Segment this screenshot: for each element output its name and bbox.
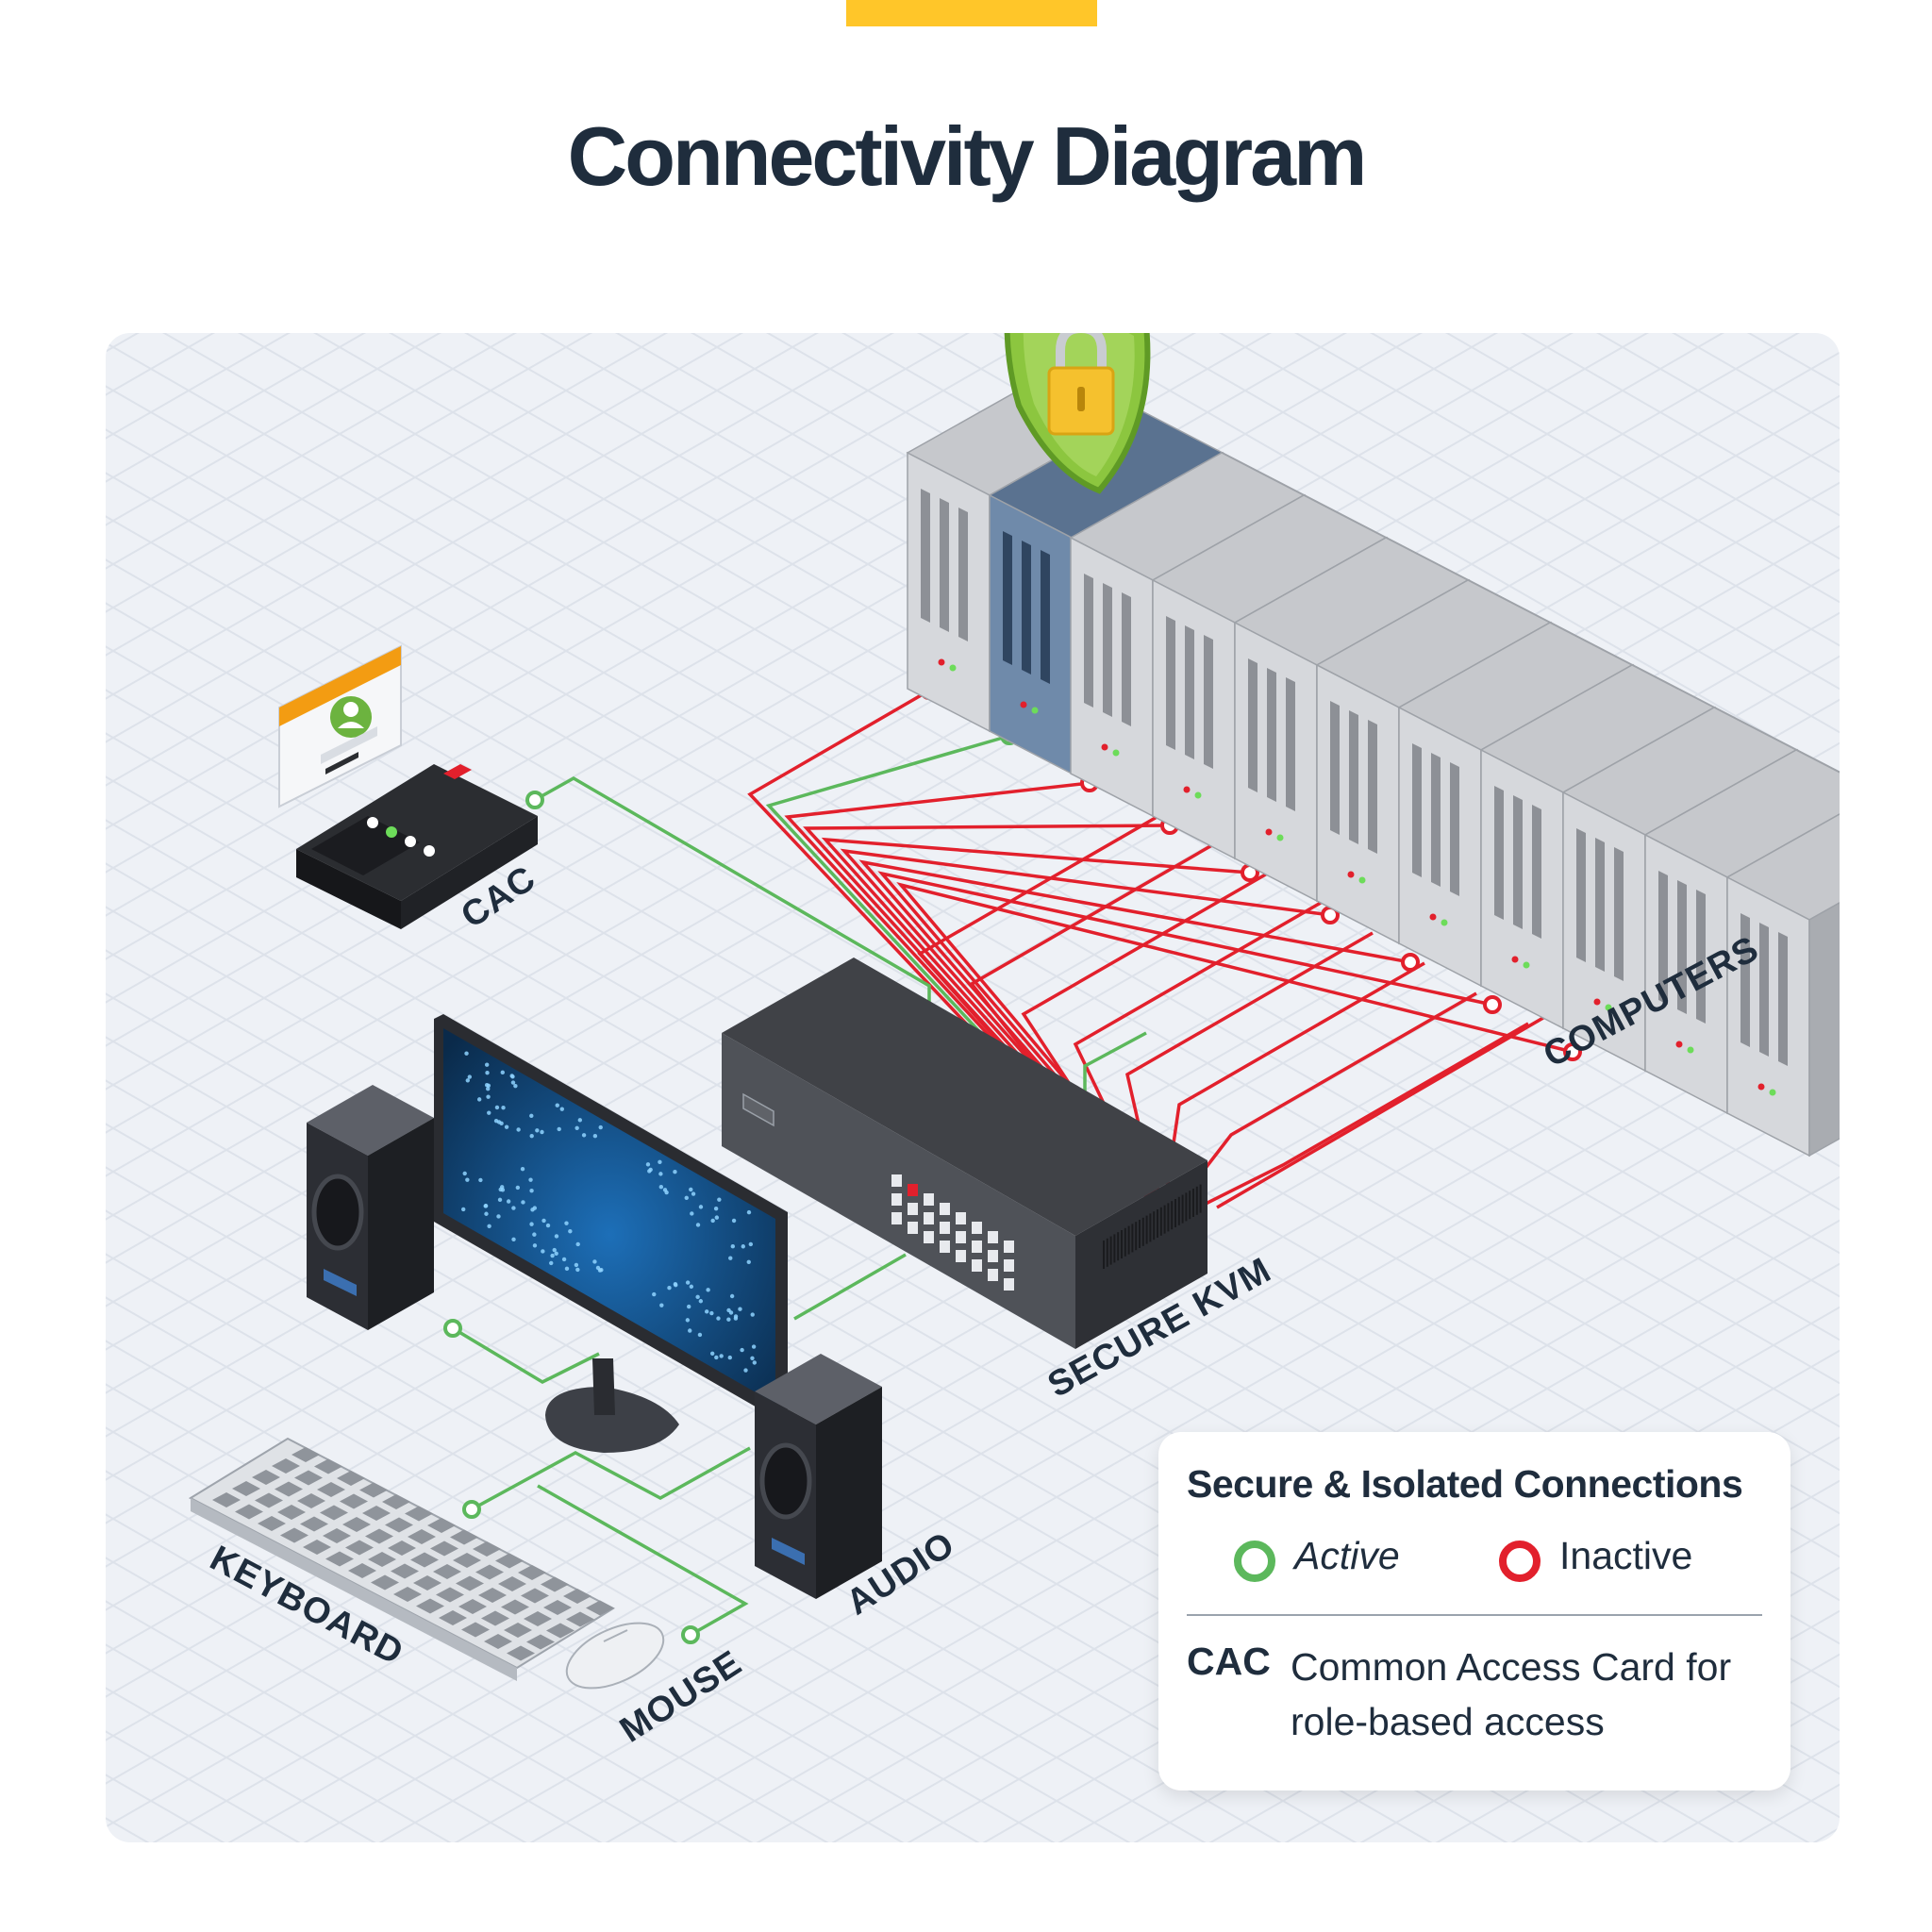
legend-divider [1187, 1614, 1762, 1616]
mouse [565, 1622, 665, 1690]
right-speaker [755, 1354, 882, 1599]
diagram-panel: CAC COMPUTERS SECURE KVM KEYBOARD MOUSE … [106, 333, 1840, 1842]
padlock-shield-icon [1004, 333, 1151, 494]
computers-group [906, 367, 1840, 1158]
legend-title: Secure & Isolated Connections [1187, 1462, 1743, 1506]
legend-inactive-label: Inactive [1559, 1534, 1693, 1577]
computer-tower [1725, 813, 1840, 1158]
connectivity-diagram: CAC COMPUTERS SECURE KVM KEYBOARD MOUSE … [106, 333, 1840, 1842]
left-speaker [307, 1085, 434, 1330]
active-ring-icon [1234, 1541, 1275, 1582]
secure-kvm-switch [722, 958, 1208, 1349]
legend-cac-definition: Common Access Card for role-based access [1291, 1645, 1732, 1743]
page-title: Connectivity Diagram [567, 109, 1368, 203]
user-login-icon [278, 644, 402, 808]
keyboard [188, 1437, 616, 1681]
inactive-ring-icon [1499, 1541, 1541, 1582]
world-map-screen [460, 1051, 758, 1373]
legend-cac-abbr: CAC [1187, 1640, 1271, 1683]
monitor [434, 1014, 788, 1453]
legend-card: Secure & Isolated Connections Active Ina… [1158, 1432, 1790, 1790]
cac-reader [296, 764, 538, 929]
legend-active-label: Active [1294, 1534, 1400, 1577]
accent-bar [846, 0, 1097, 26]
